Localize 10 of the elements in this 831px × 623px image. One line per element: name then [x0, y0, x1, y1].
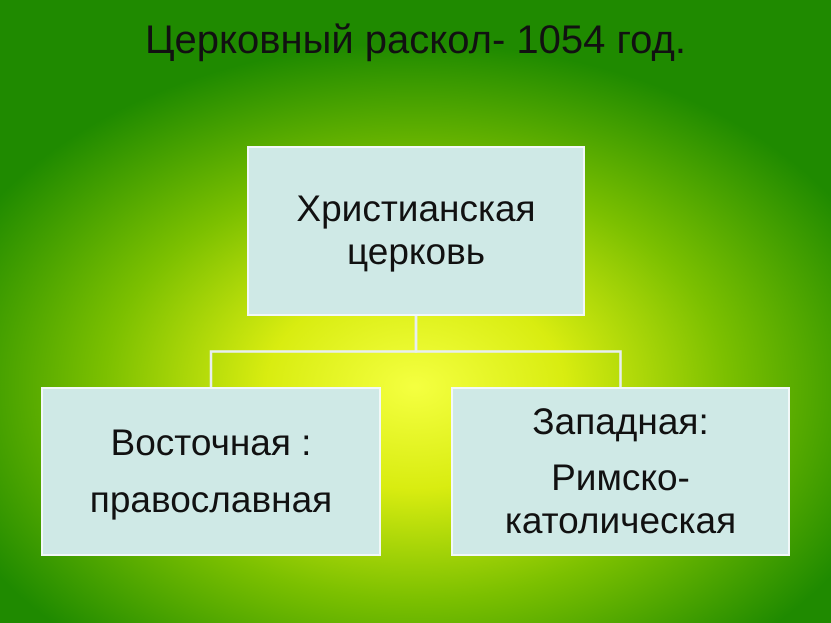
connector-line [414, 316, 622, 387]
box-text: Христианская церковь [295, 188, 537, 274]
box-text: православная [90, 478, 332, 522]
box-heading: Восточная : [110, 422, 312, 464]
category-box [451, 387, 790, 556]
diagram-title: Церковный раскол- 1054 год. [144, 18, 688, 63]
category-box [247, 146, 585, 316]
category-box [41, 387, 381, 556]
box-text: Римско-католическая [504, 457, 738, 542]
box-heading: Западная: [532, 400, 709, 444]
